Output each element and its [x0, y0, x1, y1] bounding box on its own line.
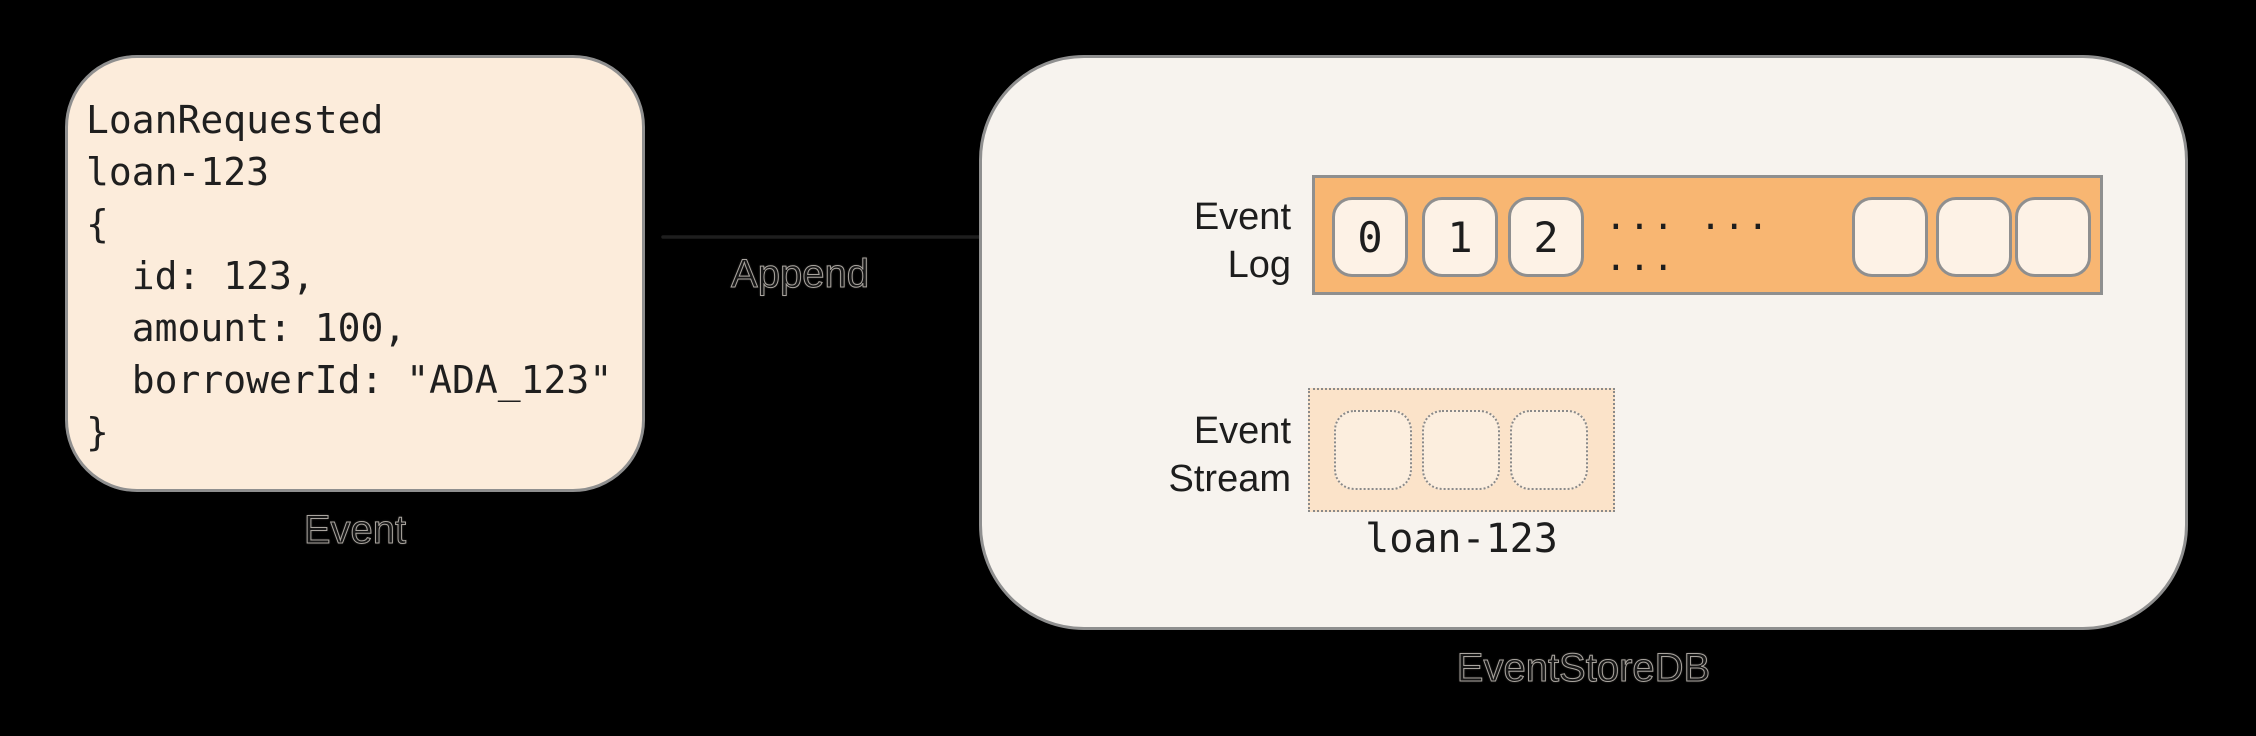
log-ellipsis: ... ... ... — [1605, 197, 1771, 279]
stream-cell-empty — [1510, 410, 1588, 490]
event-log-label-line1: Event — [1193, 196, 1291, 238]
code-line: amount: 100, — [86, 306, 407, 350]
log-cell-empty — [2015, 197, 2091, 277]
event-log-label-line2: Log — [1227, 244, 1291, 286]
stream-cell-empty — [1334, 410, 1412, 490]
event-stream-label: Event Stream — [1041, 407, 1291, 503]
eventstore-caption: EventStoreDB — [1456, 646, 1711, 691]
event-stream-label-line1: Event — [1193, 410, 1291, 452]
eventstore-container — [979, 55, 2188, 630]
log-cell-0: 0 — [1332, 197, 1408, 277]
stream-cell-empty — [1422, 410, 1500, 490]
event-code-block: LoanRequested loan-123 { id: 123, amount: … — [86, 94, 636, 458]
event-log-bar: 0 1 2 ... ... ... — [1312, 175, 2103, 295]
event-card-caption: Event — [303, 508, 407, 553]
code-line: } — [86, 410, 109, 454]
code-line: LoanRequested — [86, 98, 384, 142]
event-stream-label-line2: Stream — [1168, 458, 1291, 500]
event-card: LoanRequested loan-123 { id: 123, amount: … — [65, 55, 645, 492]
log-cell-empty — [1852, 197, 1928, 277]
log-cell-empty — [1936, 197, 2012, 277]
code-line: borrowerId: "ADA_123" — [86, 358, 613, 402]
code-line: id: 123, — [86, 254, 315, 298]
stream-name-label: loan-123 — [1365, 516, 1558, 562]
event-log-label: Event Log — [1041, 193, 1291, 289]
log-cell-2: 2 — [1508, 197, 1584, 277]
append-arrow-label: Append — [731, 252, 870, 297]
log-cell-1: 1 — [1422, 197, 1498, 277]
code-line: { — [86, 202, 109, 246]
code-line: loan-123 — [86, 150, 270, 194]
event-stream-box — [1308, 388, 1615, 512]
